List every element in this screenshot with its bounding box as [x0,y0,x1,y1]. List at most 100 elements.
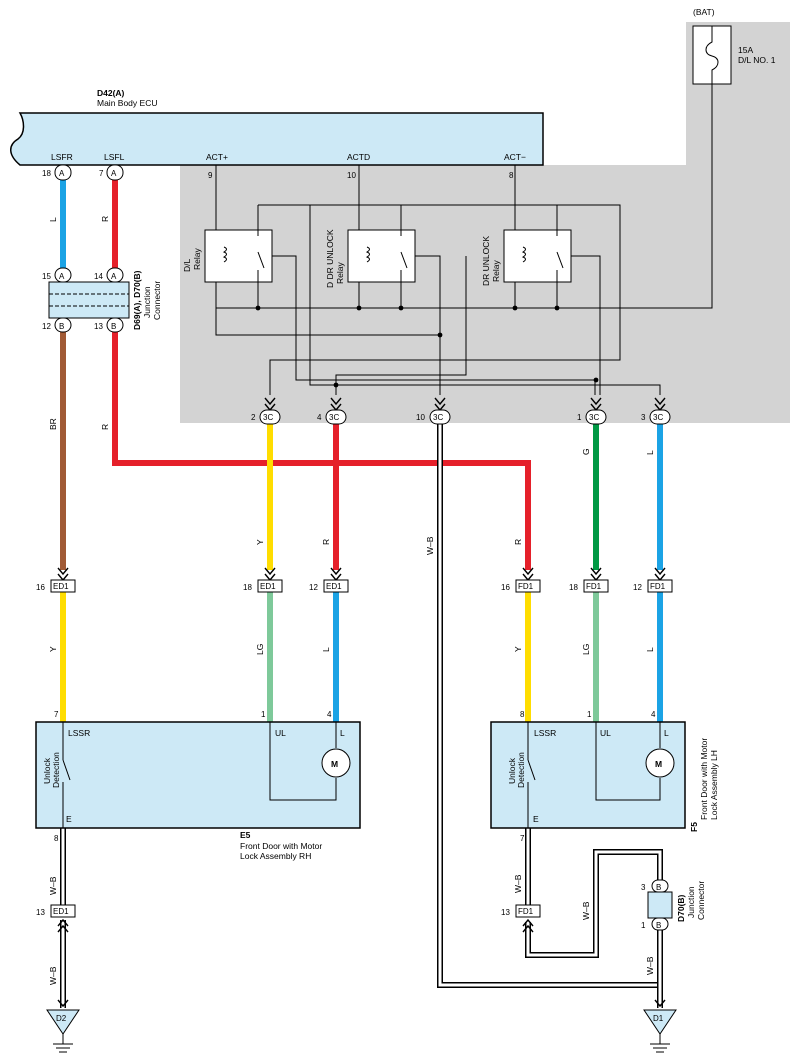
door-lh-code: F5 [689,822,699,832]
ed1-pin-12: 12 [309,583,318,592]
svg-text:3C: 3C [589,413,599,422]
c3c-pin-1: 1 [577,413,582,422]
d70-line1: Junction [686,886,696,918]
svg-text:B: B [59,322,64,331]
c3c-pin-10: 10 [416,413,425,422]
ecu-pin-num-8: 8 [509,171,514,180]
ecu-pin-num-18: 18 [42,169,51,178]
door-rh-term-l: L [340,728,345,738]
ground-d2: D2 [46,999,80,1053]
wire-label-l2: L [645,450,655,455]
svg-text:D1: D1 [653,1014,664,1023]
wire-r-cross [112,332,531,570]
svg-text:A: A [59,169,65,178]
wire-label-br: BR [48,418,58,430]
relay-wiring [204,165,661,395]
c3c-pin-2: 2 [251,413,256,422]
door-rh-pin-8: 8 [54,834,59,843]
wire-label-r2: R [100,424,110,430]
wire-label-wb4: W–B [513,874,523,893]
svg-text:B: B [656,921,661,930]
wire-label-wb3: W–B [48,966,58,985]
door-rh-line2: Lock Assembly RH [240,851,311,861]
fd1-pin-12: 12 [633,583,642,592]
svg-text:D2: D2 [56,1014,67,1023]
fd1-pin-13: 13 [501,908,510,917]
svg-text:FD1: FD1 [650,582,666,591]
wire-label-r4: R [513,539,523,545]
wire-label-lg2: LG [581,644,591,655]
wire-label-wb5: W–B [581,901,591,920]
ecu-pin-actplus: ACT+ [206,152,228,162]
svg-text:A: A [111,272,117,281]
door-rh-pin-4: 4 [327,710,332,719]
wire-label-wb2: W–B [48,876,58,895]
svg-text:M: M [331,759,338,769]
door-lh-term-e: E [533,814,539,824]
d70-line2: Connector [696,881,706,920]
svg-text:3C: 3C [263,413,273,422]
relay-1-sublabel: Relay [192,248,202,270]
door-lh-pin-4: 4 [651,710,656,719]
svg-text:M: M [655,759,662,769]
wire-label-lg1: LG [255,644,265,655]
fd1-pin-16: 16 [501,583,510,592]
ed1-pin-13: 13 [36,908,45,917]
ecu-pin-num-10: 10 [347,171,356,180]
jc-pin-13: 13 [94,322,103,331]
door-rh-pin-1: 1 [261,710,266,719]
ecu-pin-num-7: 7 [99,169,104,178]
jc-line1: Junction [142,286,152,318]
connector-a-ecu: A A [54,164,124,181]
wire-label-wb1: W–B [425,536,435,555]
wire-label-y3: Y [513,646,523,652]
door-lh-internal: M [527,722,675,828]
svg-text:ED1: ED1 [53,907,69,916]
relay-3-sublabel: Relay [491,260,501,282]
connector-lower-ed1-fd1: ED1 FD1 [50,904,541,933]
fd1-pin-18: 18 [569,583,578,592]
ed1-pin-16: 16 [36,583,45,592]
ecu-internal-area [180,22,790,423]
ecu-pin-actminus: ACT− [504,152,526,162]
relay-1-label: D/L [182,259,192,273]
junction-connector: A A B B [48,267,130,333]
wire-label-l4: L [645,647,655,652]
svg-text:3C: 3C [433,413,443,422]
ecu-name: Main Body ECU [97,98,157,108]
svg-text:ED1: ED1 [326,582,342,591]
svg-text:B: B [656,883,661,892]
wire-label-y1: Y [255,539,265,545]
wire-label-y2: Y [48,646,58,652]
jc-pin-14: 14 [94,272,103,281]
fuse-name: D/L NO. 1 [738,55,776,65]
door-lh-term-lssr: LSSR [534,728,556,738]
ecu-pin-lsfr: LSFR [51,152,73,162]
fuse-icon [705,26,719,84]
wire-label-r1: R [100,216,110,222]
door-rh-detect1: Unlock [42,757,52,784]
door-lh-line1: Front Door with Motor [699,738,709,820]
d70-pin-3: 3 [641,883,646,892]
c3c-pin-3: 3 [641,413,646,422]
ed1-pin-18: 18 [243,583,252,592]
relay-2-sublabel: Relay [335,262,345,284]
svg-text:ED1: ED1 [53,582,69,591]
door-lh-term-ul: UL [600,728,611,738]
door-lh-detect1: Unlock [507,757,517,784]
d70-junction: B B [647,879,673,931]
door-rh-term-ul: UL [275,728,286,738]
wire-label-wb6: W–B [645,956,655,975]
svg-text:ED1: ED1 [260,582,276,591]
door-lh-detect2: Detection [516,752,526,788]
door-rh-term-e: E [66,814,72,824]
jc-code: D69(A), D70(B) [132,270,142,330]
ecu-body [10,112,544,166]
door-rh-term-lssr: LSSR [68,728,90,738]
connector-3c-group: 3C 3C 3C 3C 3C [259,397,671,425]
ground-d1: D1 [643,999,677,1053]
jc-line2: Connector [152,281,162,320]
svg-text:A: A [59,272,65,281]
jc-pin-15: 15 [42,272,51,281]
